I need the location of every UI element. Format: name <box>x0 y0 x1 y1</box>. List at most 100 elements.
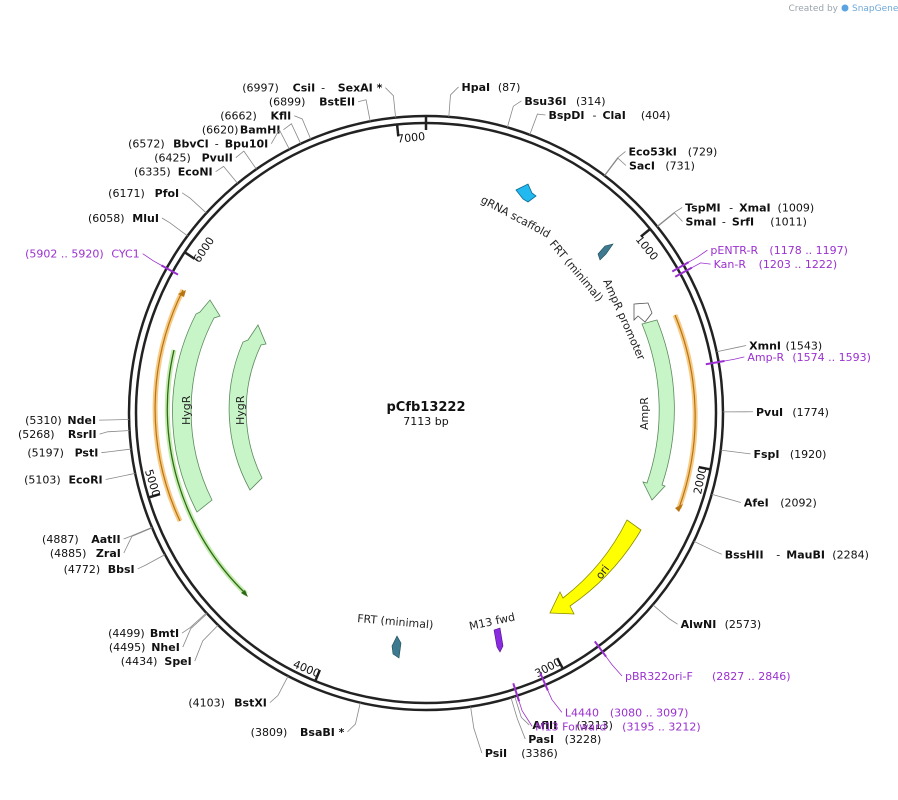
site-leader-line <box>510 697 526 740</box>
orf-arc-right-head <box>675 504 683 512</box>
site-separator: - <box>776 548 780 561</box>
primer-leader-line <box>688 249 708 263</box>
site-position: (1920) <box>790 448 827 461</box>
site-name: Eco53kI <box>629 145 677 158</box>
primer-marker <box>671 261 690 273</box>
site-position: (6899) <box>269 96 306 109</box>
site-name: AlwNI <box>681 618 717 631</box>
feature-label-m13-fwd: M13 fwd <box>468 611 516 633</box>
site-leader-line <box>181 612 207 634</box>
site-name: EcoNI <box>178 166 213 179</box>
site-position: (6572) <box>128 138 165 151</box>
feature-label-frt-bottom: FRT (minimal) <box>357 612 434 632</box>
site-leader-line <box>161 217 188 237</box>
site-name: Bsu36I <box>524 95 566 108</box>
site-position: (87) <box>498 81 521 94</box>
site-separator: - <box>722 216 726 229</box>
site-name: BstXI <box>234 697 267 710</box>
site-position: (6058) <box>88 212 125 225</box>
site-leader-line <box>182 613 208 648</box>
site-name: HpaI <box>461 81 490 94</box>
site-position: (2573) <box>725 618 762 631</box>
site-leader-line <box>720 449 751 455</box>
site-leader-line <box>123 527 153 554</box>
created-by-text: Created by <box>788 4 838 14</box>
site-leader-line <box>529 113 546 135</box>
site-leader-line <box>137 554 166 570</box>
tick-mark <box>183 251 196 260</box>
site-position: (5103) <box>24 473 61 486</box>
site-name: BssHII <box>725 548 764 561</box>
site-leader-line <box>448 86 459 117</box>
frt-bottom-arrow <box>391 635 402 659</box>
site-name: SpeI <box>164 655 191 668</box>
site-leader-line <box>270 128 290 150</box>
site-leader-line <box>269 675 289 703</box>
primer-position: (1574 .. 1593) <box>792 351 871 364</box>
site-leader-line <box>711 493 741 503</box>
primer-marker <box>160 264 179 276</box>
site-name: AflII <box>532 719 557 732</box>
brand-name: SnapGene <box>852 4 898 14</box>
site-position: (3213) <box>576 719 613 732</box>
site-leader-line <box>506 100 522 128</box>
site-name: FspI <box>754 448 780 461</box>
site-name: PstI <box>75 447 99 460</box>
site-leader-line <box>652 604 678 625</box>
site-leader-line <box>294 115 312 140</box>
primer-name: Amp-R <box>747 351 784 364</box>
primer-name: M13 Forward <box>535 720 606 733</box>
primer-leader-line <box>724 356 745 362</box>
primer-position: (1178 .. 1197) <box>769 244 848 257</box>
site-name: EcoRI <box>69 473 103 486</box>
orf-arc-left-head <box>178 290 186 297</box>
site-position: (3809) <box>251 726 288 739</box>
site-position: (6335) <box>134 166 171 179</box>
site-position: (5197) <box>27 447 64 460</box>
site-position: (5268) <box>18 428 55 441</box>
site-name: PfoI <box>155 187 180 200</box>
site-position: (4434) <box>121 655 158 668</box>
site-name-alt: ClaI <box>602 109 625 122</box>
tick-mark <box>148 492 161 499</box>
site-name: SmaI <box>685 216 716 229</box>
site-leader-line <box>656 207 683 227</box>
site-position: (3386) <box>521 747 558 760</box>
site-leader-line <box>101 448 132 454</box>
primer-position: (5902 .. 5920) <box>25 248 104 261</box>
primer-position: (1203 .. 1222) <box>759 258 838 271</box>
orf-arc-green-head <box>241 590 248 597</box>
primer-name: Kan-R <box>714 258 747 271</box>
site-position: (1011) <box>770 216 807 229</box>
site-name-alt: SrfI <box>732 216 754 229</box>
site-name: PsiI <box>485 747 507 760</box>
orf-arc-left-core <box>154 289 184 522</box>
site-position: (4885) <box>50 547 87 560</box>
site-name: MluI <box>132 212 159 225</box>
site-name: BstEII <box>319 96 355 109</box>
ampr-promoter-arrow <box>633 302 653 323</box>
site-name-alt: Bpu10I <box>225 138 269 151</box>
primer-leader-line <box>605 656 623 677</box>
site-name: CsiI <box>293 82 315 95</box>
site-position: (729) <box>688 145 718 158</box>
site-leader-line <box>283 123 302 144</box>
primer-name: pBR322ori-F <box>625 670 693 683</box>
restriction-sites: HpaI(87)Bsu36I(314)BspDI-ClaI(404)Eco53k… <box>18 81 869 760</box>
site-position: (6425) <box>154 152 191 165</box>
orf-arc-green-core <box>166 349 247 595</box>
site-position: (404) <box>641 109 671 122</box>
hygr-inner-arrow <box>228 324 267 491</box>
feature-label-hygr-outer: HygR <box>180 395 193 425</box>
site-position: (4887) <box>42 533 79 546</box>
site-name: AfeI <box>744 496 769 509</box>
site-position: (6662) <box>220 110 257 123</box>
frt-top-arrow <box>597 243 614 261</box>
site-name: BsaBI * <box>300 726 345 739</box>
site-separator: - <box>321 82 325 95</box>
primer-position: (2827 .. 2846) <box>712 670 791 683</box>
site-leader-line <box>347 702 361 733</box>
site-position: (3228) <box>565 733 602 746</box>
site-name: SacI <box>629 159 655 172</box>
tick-mark <box>395 124 400 137</box>
